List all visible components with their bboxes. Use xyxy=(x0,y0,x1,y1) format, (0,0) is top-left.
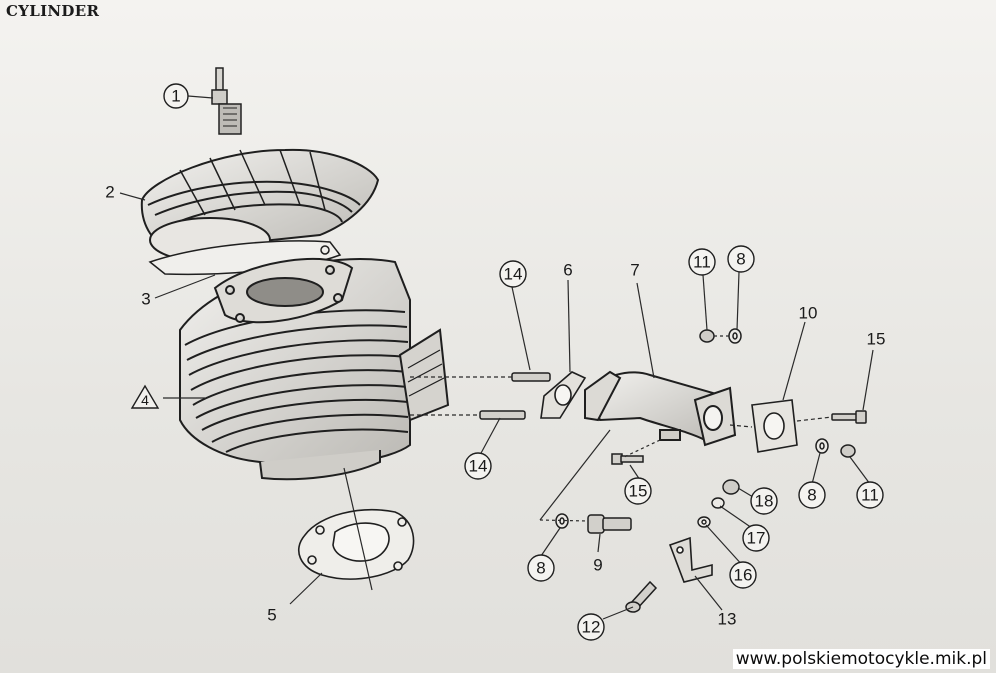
label-13: 13 xyxy=(718,610,737,629)
cylinder-barrel xyxy=(179,258,450,481)
label-2: 2 xyxy=(105,183,114,202)
nut-upper xyxy=(699,329,715,343)
label-6: 6 xyxy=(563,261,572,280)
label-11-top: 11 xyxy=(693,253,711,272)
label-18: 18 xyxy=(755,492,774,511)
label-15-right: 15 xyxy=(867,330,886,349)
label-16: 16 xyxy=(734,566,753,585)
triangle-marker xyxy=(130,384,160,409)
label-8-top: 8 xyxy=(736,250,745,269)
spark-plug xyxy=(211,67,242,135)
label-7: 7 xyxy=(630,261,639,280)
flange-gasket xyxy=(540,371,587,419)
nut-small xyxy=(722,479,740,495)
label-4: 4 xyxy=(141,392,149,408)
stud-upper xyxy=(511,372,551,382)
bolt-lower xyxy=(611,453,644,465)
label-8-bottom: 8 xyxy=(536,559,545,578)
spring-washer xyxy=(711,497,725,509)
mounting-bracket xyxy=(668,536,713,583)
pivot-bolt xyxy=(587,514,632,534)
label-circles xyxy=(163,83,884,641)
stud-lower xyxy=(479,410,526,420)
part-labels: 1 2 3 4 5 6 7 8 8 8 9 10 11 11 12 13 14 … xyxy=(105,87,885,637)
label-15-lower: 15 xyxy=(629,482,648,501)
bolt-right xyxy=(831,410,867,424)
label-9: 9 xyxy=(593,556,602,575)
label-1: 1 xyxy=(171,87,180,106)
outlet-gasket xyxy=(751,399,798,453)
label-3: 3 xyxy=(141,290,150,309)
label-10: 10 xyxy=(799,304,818,323)
washer-right xyxy=(815,438,829,454)
label-8-right: 8 xyxy=(807,486,816,505)
label-11-right: 11 xyxy=(861,486,879,505)
label-12: 12 xyxy=(582,618,601,637)
washer-upper xyxy=(728,328,742,344)
washer-small xyxy=(697,516,711,528)
site-watermark: www.polskiemotocykle.mik.pl xyxy=(732,649,990,669)
intake-manifold xyxy=(584,370,737,447)
label-5: 5 xyxy=(267,606,276,625)
label-14-bottom: 14 xyxy=(469,457,488,476)
label-17: 17 xyxy=(747,529,766,548)
nut-right xyxy=(840,444,856,458)
label-14-top: 14 xyxy=(504,265,523,284)
page-title: CYLINDER xyxy=(6,2,100,20)
